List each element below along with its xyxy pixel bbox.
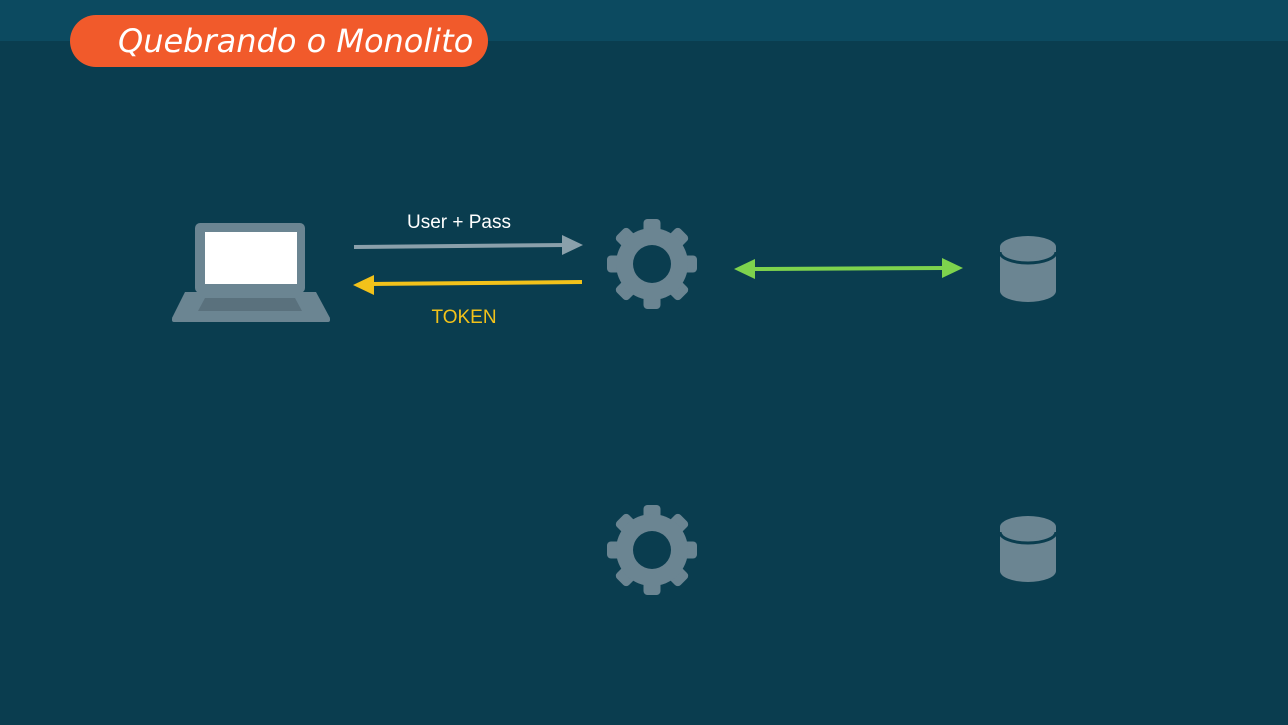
gear-icon [607, 219, 697, 309]
title-badge: Quebrando o Monolito [70, 15, 488, 67]
database-icon [998, 514, 1058, 584]
database-icon [998, 234, 1058, 304]
db-connection-arrow [734, 258, 963, 279]
gear-icon [607, 505, 697, 595]
request-arrow [353, 235, 583, 255]
response-arrow [353, 275, 583, 295]
response-label: TOKEN [431, 307, 496, 328]
request-label: User + Pass [407, 212, 511, 233]
laptop-icon [172, 223, 330, 322]
page-title: Quebrando o Monolito [118, 22, 474, 60]
